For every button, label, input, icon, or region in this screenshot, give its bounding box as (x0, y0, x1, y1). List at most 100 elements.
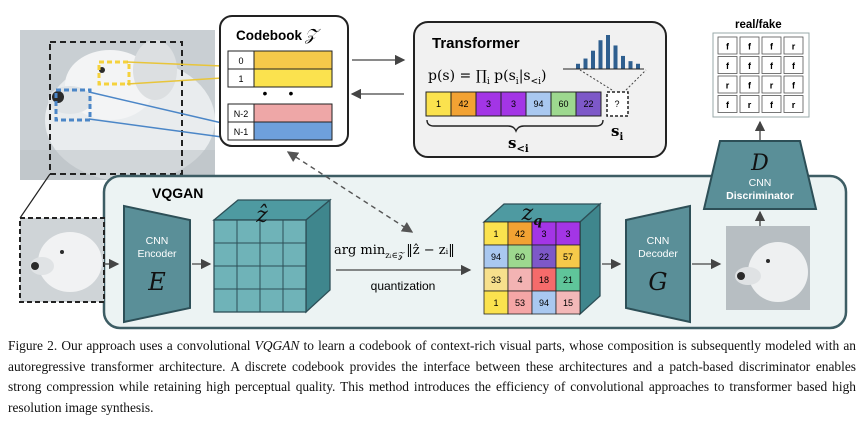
real-fake-cell (783, 75, 804, 94)
codebook-entry (253, 121, 333, 141)
histogram-bar (606, 35, 610, 69)
sequence-token-label: 60 (558, 99, 568, 109)
figure-caption: Figure 2. Our approach uses a convolutio… (8, 336, 856, 418)
real-fake-cell-label: r (770, 81, 774, 91)
real-fake-cell (783, 36, 804, 55)
real-fake-cell-label: r (748, 100, 752, 110)
caption-figure-label: Figure 2. (8, 338, 58, 353)
zq-cell-label: 94 (491, 252, 501, 262)
zq-cell-label: 22 (539, 252, 549, 262)
transformer-title: Transformer (432, 35, 520, 52)
codebook-title: Codebook (236, 28, 302, 43)
probability-histogram (576, 35, 640, 69)
vqgan-title: VQGAN (152, 185, 203, 201)
real-fake-cell-label: r (726, 81, 730, 91)
unknown-token (606, 91, 629, 117)
histogram-bar (583, 58, 588, 69)
decoder-name-line1: CNN (647, 235, 670, 247)
histogram-bar (636, 63, 640, 69)
caption-part1: Our approach uses a convolutional (57, 338, 255, 353)
zq-cell-label: 53 (515, 298, 525, 308)
zq-cell-label: 60 (515, 252, 525, 262)
unknown-token-label: ? (614, 99, 619, 109)
codebook-lookup-arrow (286, 151, 414, 233)
zq-cell-label: 94 (539, 298, 549, 308)
zq-cell-label: 4 (517, 275, 522, 285)
histogram-bar (598, 40, 603, 69)
codebook-entry (253, 103, 333, 123)
zq-cell-label: 1 (493, 298, 498, 308)
codebook-index-label: N-2 (234, 109, 249, 119)
real-fake-cell (761, 36, 782, 55)
zq-cell-label: 3 (565, 229, 570, 239)
input-image-small (19, 217, 105, 303)
sequence-token-label: 3 (511, 99, 516, 109)
zq-cell (555, 290, 581, 315)
real-fake-cell (717, 56, 738, 74)
real-fake-cell (717, 95, 738, 113)
codebook-symbol: 𝒵 (304, 25, 321, 44)
sequence-token (550, 91, 577, 117)
disc-name-line2: Discriminator (726, 190, 794, 202)
real-fake-cell-label: f (748, 61, 752, 71)
vqgan-figure: Codebook 𝒵 01N-2N-1 • • Transformer p(s)… (19, 15, 848, 330)
real-fake-cell (739, 56, 760, 74)
zq-cell-label: 33 (491, 275, 501, 285)
dog-nose (52, 91, 64, 103)
encoder-name-line1: CNN (146, 235, 169, 247)
zq-cell-label: 57 (563, 252, 573, 262)
histogram-bar (628, 61, 633, 69)
real-fake-cell (761, 75, 782, 94)
codebook-index-label: 1 (238, 74, 243, 84)
real-fake-cell-label: r (792, 42, 796, 52)
cnn-discriminator: D CNN Discriminator (702, 140, 818, 210)
histogram-bar (576, 63, 580, 69)
real-fake-cell-label: r (792, 100, 796, 110)
z-hat-tensor: ẑ (212, 198, 332, 314)
z-q-label: zq (521, 201, 543, 229)
real-fake-cell-label: f (792, 81, 796, 91)
sequence-token (525, 91, 552, 117)
real-fake-label: real/fake (735, 19, 782, 31)
output-image (726, 226, 810, 310)
real-fake-cell (761, 95, 782, 113)
real-fake-cell-label: f (770, 61, 774, 71)
codebook-panel: Codebook 𝒵 01N-2N-1 • • (219, 15, 349, 147)
real-fake-cell (739, 95, 760, 113)
histogram-bar (621, 55, 625, 69)
decoder-letter: G (648, 268, 667, 296)
real-fake-cell (717, 75, 738, 94)
disc-letter: D (750, 151, 769, 176)
zq-cell-label: 18 (539, 275, 549, 285)
sequence-token-label: 42 (458, 99, 468, 109)
real-fake-cell (739, 75, 760, 94)
real-fake-cell-label: f (770, 100, 774, 110)
caption-part2: to learn a codebook of context-rich visu… (8, 338, 856, 415)
disc-name-line1: CNN (749, 177, 772, 189)
zq-cell-label: 21 (563, 275, 573, 285)
quantization-label: quantization (371, 279, 436, 293)
sequence-token (575, 91, 602, 117)
codebook-dots-index: • (263, 85, 268, 101)
zq-cell-label: 15 (563, 298, 573, 308)
encoder-name-line2: Encoder (137, 248, 177, 260)
codebook-index-label: 0 (238, 56, 243, 66)
decoder-name-line2: Decoder (638, 248, 678, 260)
sequence-token-label: 94 (533, 99, 543, 109)
sequence-token (450, 91, 477, 117)
caption-vqgan: VQGAN (254, 338, 300, 353)
z-hat-label: ẑ (255, 203, 268, 228)
real-fake-cell-label: f (792, 61, 796, 71)
real-fake-cell (783, 95, 804, 113)
yellow-link-line (126, 61, 223, 67)
sequence-token (425, 91, 452, 117)
real-fake-cell (783, 56, 804, 74)
real-fake-cell-label: f (726, 42, 730, 52)
sequence-token-label: 1 (436, 99, 441, 109)
zq-cell-label: 42 (515, 229, 525, 239)
transformer-formula: p(s) = ∏i p(si|s<i) (428, 68, 546, 87)
patch-highlight-yellow (97, 60, 131, 86)
codebook-entry (253, 68, 333, 88)
zq-cell-label: 1 (493, 229, 498, 239)
